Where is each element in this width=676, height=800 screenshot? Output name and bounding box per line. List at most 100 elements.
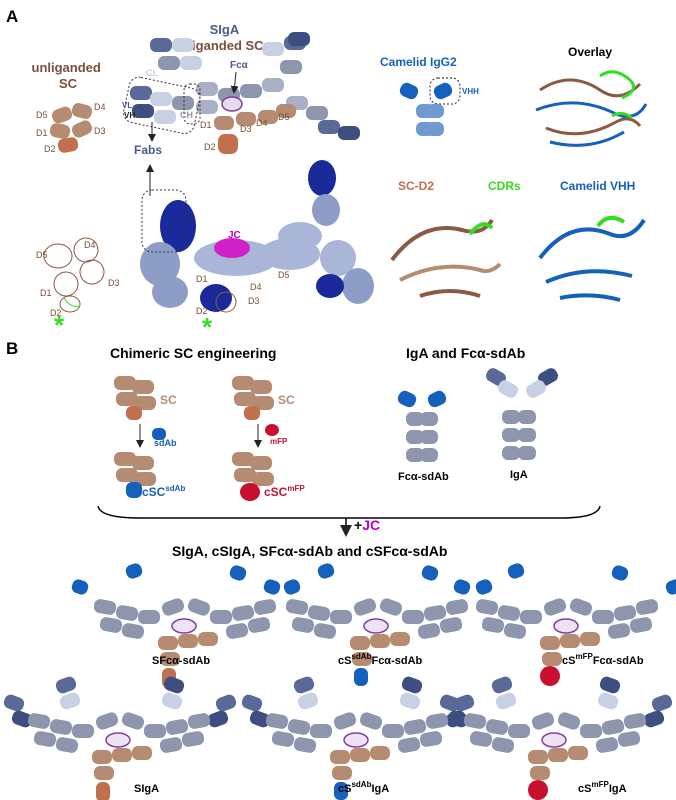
fc-domain: [520, 610, 542, 624]
fca-sdab-label: Fcα-sdAb: [398, 471, 449, 483]
fc-domain: [508, 724, 530, 738]
fc-domain: [27, 713, 51, 729]
sc-domain: [350, 748, 370, 762]
product-cs-sdab-fca-label: cSsdAbFcα-sdAb: [338, 652, 423, 667]
fc-domain: [469, 731, 493, 747]
fc-domain: [293, 737, 317, 753]
fc-domain: [417, 623, 441, 639]
sdab-arm: [263, 579, 281, 595]
fab-arm: [297, 692, 319, 710]
chimeric-title: Chimeric SC engineering: [110, 345, 276, 361]
fc-domain: [397, 737, 421, 753]
fc-domain: [543, 598, 567, 616]
sc-d2-title: SC-D2: [398, 179, 434, 193]
surface-jc: JC: [228, 230, 241, 241]
fc-domain: [580, 724, 602, 738]
fc-domain: [419, 731, 443, 747]
cdrs-title: CDRs: [488, 179, 521, 193]
fab-arm: [163, 676, 185, 694]
fc-domain: [210, 610, 232, 624]
sc-domain: [332, 766, 352, 780]
sc-domain: [178, 634, 198, 648]
fab-arm: [215, 694, 237, 712]
jc-joining-chain: [541, 732, 567, 748]
fc-domain: [291, 617, 315, 633]
camelid-vhh-small: VHH: [462, 87, 479, 96]
mfp-module: [265, 424, 279, 436]
overlay-ribbon: [535, 70, 648, 147]
sc-domain: [198, 632, 218, 646]
fc-domain: [475, 599, 499, 615]
sc-domain: [560, 634, 580, 648]
fc-domain: [33, 731, 57, 747]
jc-joining-chain: [363, 618, 389, 634]
sc-cartoon-right: [232, 376, 274, 420]
fab-arm: [597, 692, 619, 710]
surface-d3: D3: [248, 296, 260, 306]
sc-ribbon-structure: [43, 237, 105, 313]
fc-domain: [531, 712, 555, 730]
fab-arm: [11, 710, 33, 728]
fc-domain: [271, 731, 295, 747]
ribbon-d5: D5: [36, 250, 48, 260]
sc-domain: [92, 750, 112, 764]
siga-d2: D2: [204, 142, 216, 152]
fab-arm: [599, 676, 621, 694]
sc-domain: [390, 632, 410, 646]
sdab-label: sdAb: [154, 438, 177, 448]
fc-domain: [159, 737, 183, 753]
overlay-title: Overlay: [568, 45, 612, 59]
unliganded-sc-title: unliganded SC: [32, 60, 105, 91]
fc-domain: [503, 623, 527, 639]
csc-sdab-label: cSCsdAb: [142, 484, 185, 499]
iga-fca-title: IgA and Fcα-sdAb: [406, 345, 525, 361]
plus-jc-label: +JC: [354, 517, 380, 533]
fab-arm: [439, 694, 461, 712]
fc-domain: [161, 598, 185, 616]
siga-liganded-title: SIgA liganded SC: [188, 22, 264, 53]
mfp-domain: [540, 666, 560, 686]
fc-domain: [382, 724, 404, 738]
product-cs-sdab-iga-label: cSsdAbIgA: [338, 780, 389, 795]
surface-asterisk: *: [202, 312, 213, 342]
siga-cartoon: [123, 32, 360, 154]
sc-d2-domain: [96, 782, 110, 800]
fab-arm: [447, 710, 469, 728]
fc-domain: [165, 719, 189, 735]
fc-domain: [307, 605, 331, 621]
sdab-arm: [283, 579, 301, 595]
siga-cl: CL: [146, 68, 158, 78]
jc-joining-chain: [171, 618, 197, 634]
siga-d4: D4: [256, 118, 268, 128]
fc-domain: [95, 712, 119, 730]
sc-domain: [542, 652, 562, 666]
fc-domain: [463, 713, 487, 729]
fc-domain: [330, 610, 352, 624]
sdab-domain: [354, 668, 368, 686]
sc-domain: [370, 746, 390, 760]
fc-domain: [121, 623, 145, 639]
fc-domain: [607, 623, 631, 639]
product-cs-mfp-fca-label: cSmFPFcα-sdAb: [562, 652, 644, 667]
surface-d5: D5: [278, 270, 290, 280]
sc-domain: [370, 634, 390, 648]
fc-domain: [601, 719, 625, 735]
panel-b-label: B: [6, 339, 18, 358]
fc-domain: [99, 617, 123, 633]
fc-domain: [121, 712, 145, 730]
sc-domain: [352, 652, 372, 666]
fc-domain: [379, 598, 403, 616]
sc-label-left: SC: [160, 393, 177, 407]
fc-domain: [402, 610, 424, 624]
fc-domain: [569, 598, 593, 616]
sc-domain: [330, 750, 350, 764]
fab-arm: [207, 710, 229, 728]
fc-domain: [485, 719, 509, 735]
fc-domain: [285, 599, 309, 615]
sdab-arm: [421, 565, 439, 581]
fc-domain: [187, 598, 211, 616]
csc-sdab-cartoon: [114, 452, 156, 498]
sdab-arm: [475, 579, 493, 595]
fab-arm: [55, 676, 77, 694]
csc-mfp-cartoon: [232, 452, 274, 501]
